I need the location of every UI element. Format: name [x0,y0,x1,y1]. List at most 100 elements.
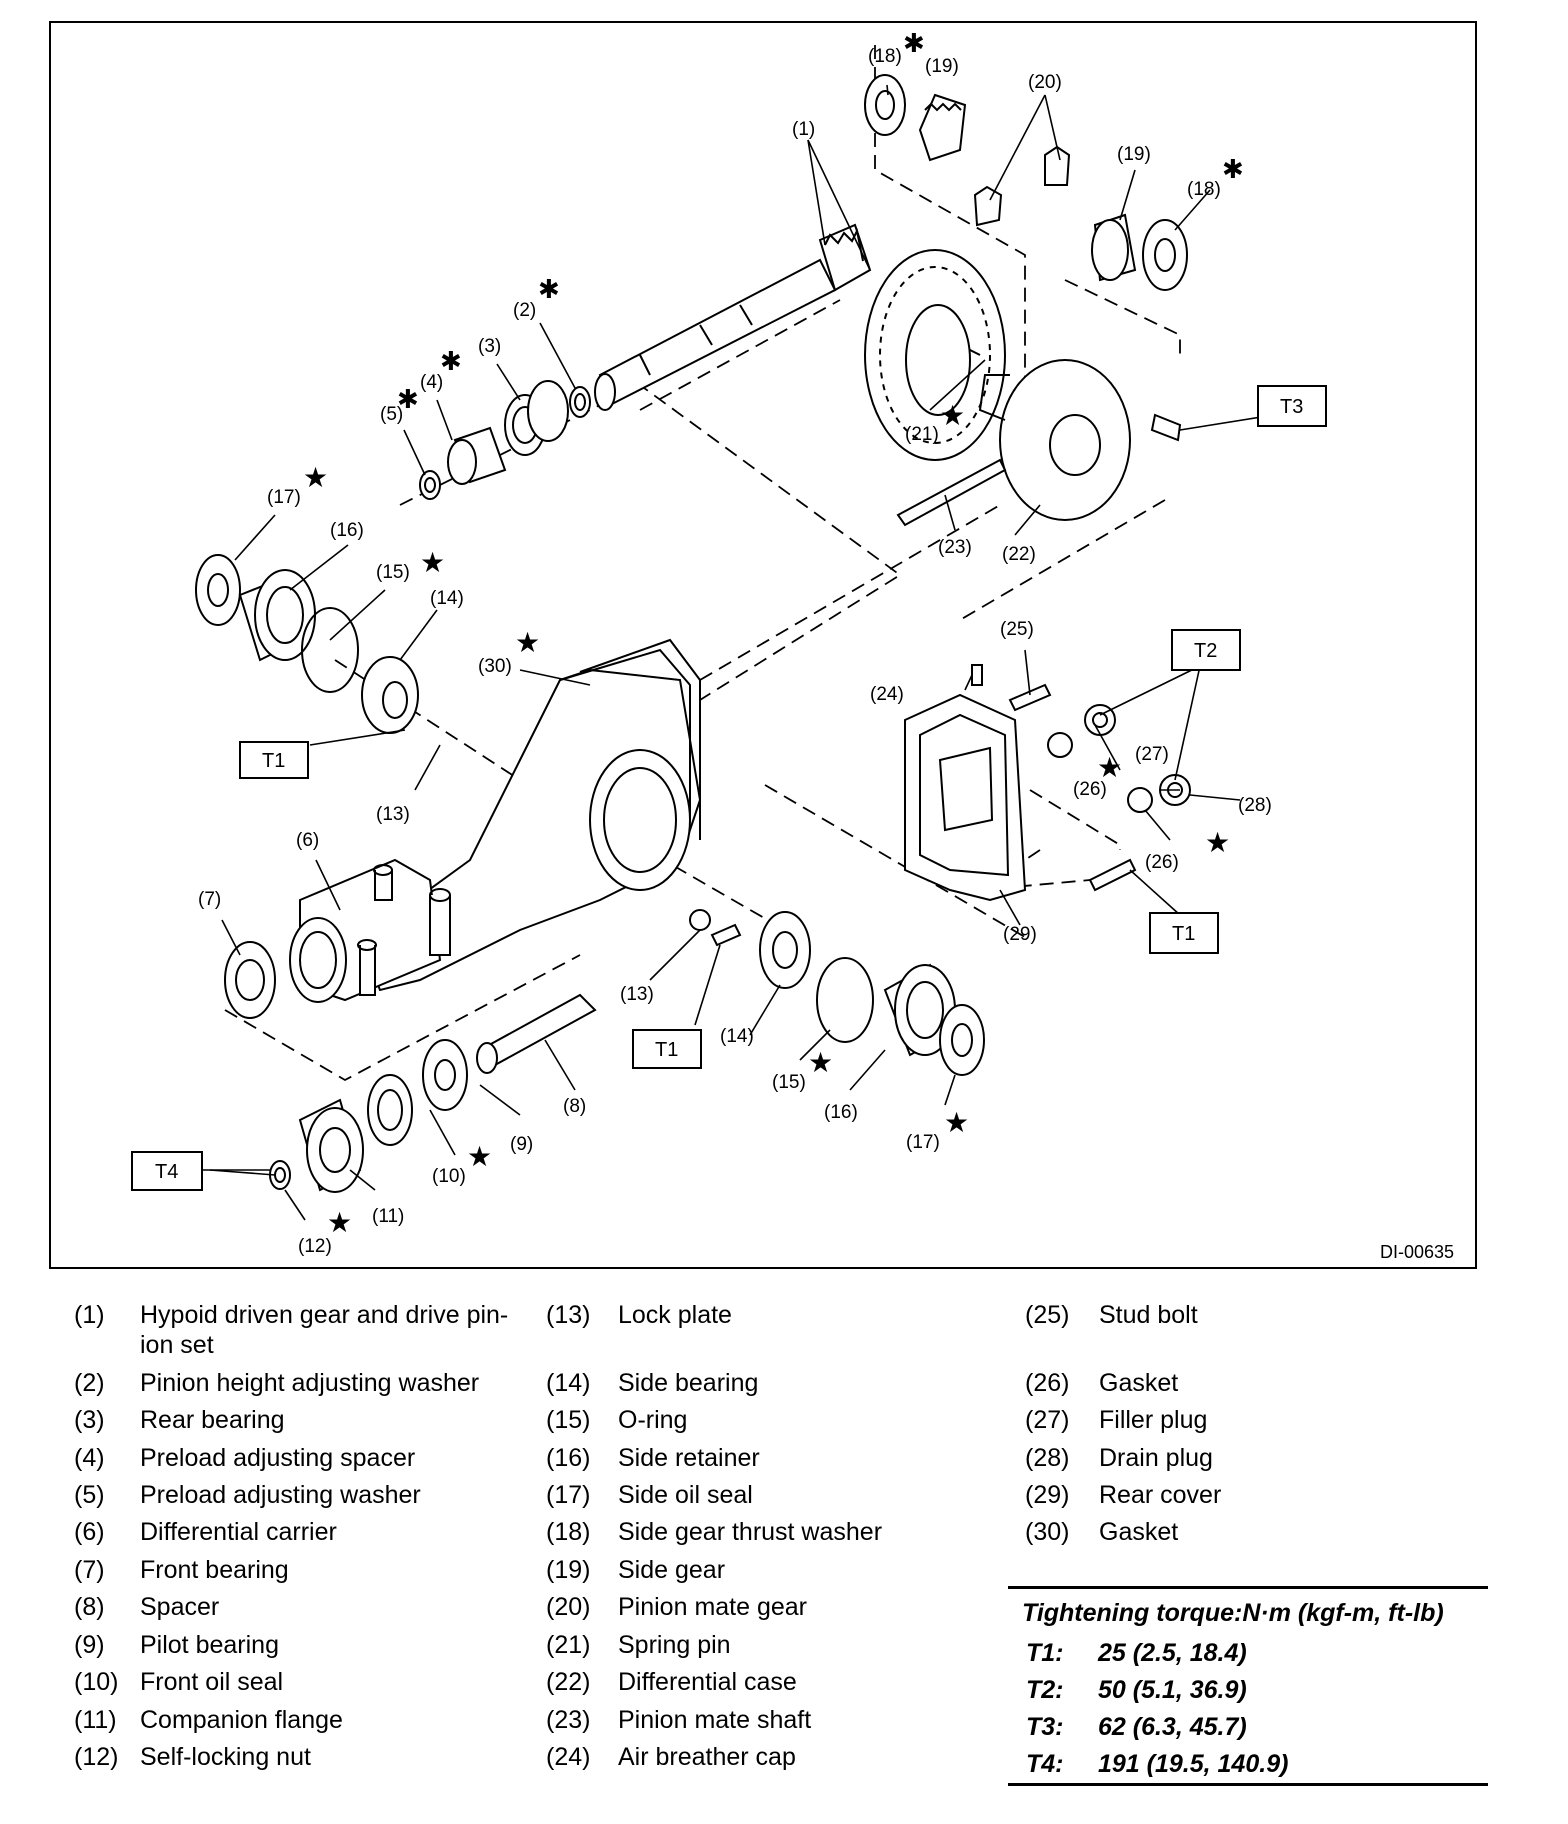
legend-num: (17) [546,1481,591,1509]
legend-text: Rear cover [1099,1481,1222,1509]
legend-num: (11) [74,1706,117,1734]
callout-24: (24) [870,684,904,705]
callout-26-upper: (26) [1073,779,1107,800]
torque-table: Tightening torque:N·m (kgf-m, ft-lb) T1:… [1008,1586,1488,1786]
callout-6: (6) [296,830,319,851]
legend-text: O-ring [618,1406,688,1434]
callouts: (1) (2) (3) (4) (5) (6) (7) (8) (9) (10)… [198,46,1272,1257]
callout-14-right: (14) [720,1026,754,1047]
callout-13-left: (13) [376,804,410,825]
asterisk-mark: ✱ [440,346,462,376]
callout-29: (29) [1003,924,1037,945]
callout-25: (25) [1000,619,1034,640]
right-side-retainer [689,909,985,1076]
callout-30: (30) [478,656,512,677]
callout-22: (22) [1002,544,1036,565]
legend-num: (5) [74,1481,105,1509]
callout-10: (10) [432,1166,466,1187]
callout-15-left: (15) [376,562,410,583]
legend-text: Side gear [618,1556,726,1584]
legend-text: Companion flange [140,1706,343,1734]
star-mark: ★ [467,1141,492,1172]
legend-num: (26) [1025,1369,1070,1397]
legend-num: (8) [74,1593,105,1621]
legend-num: (20) [546,1593,591,1621]
torque-box-t2: T2 [1194,640,1217,662]
callout-19-top: (19) [925,56,959,77]
legend-text: Preload adjusting spacer [140,1444,416,1472]
callout-16-right: (16) [824,1102,858,1123]
star-mark: ★ [1205,827,1230,858]
legend-text: Side oil seal [618,1481,753,1509]
legend-text: Pinion mate shaft [618,1706,812,1734]
torque-code: T1: [1026,1639,1064,1667]
legend-text: Pinion height adjusting washer [140,1369,480,1397]
diagram-frame [49,21,1477,1269]
star-mark: ★ [940,400,965,431]
legend-text: Differential carrier [140,1518,337,1546]
legend-num: (10) [74,1668,119,1696]
star-mark: ★ [327,1207,352,1238]
asterisk-mark: ✱ [538,274,560,304]
rear-cover [904,664,1191,902]
legend-text: Side gear thrust washer [618,1518,883,1546]
callout-16-left: (16) [330,520,364,541]
legend-num: (24) [546,1743,591,1771]
legend-text: Filler plug [1099,1406,1208,1434]
pinion-washers-bearings [419,380,591,500]
legend-num: (13) [546,1301,591,1329]
callout-8: (8) [563,1096,586,1117]
callout-20: (20) [1028,72,1062,93]
callout-11: (11) [372,1206,404,1227]
legend-num: (16) [546,1444,591,1472]
legend-text: Drain plug [1099,1444,1213,1472]
diagram-code: DI-00635 [1380,1242,1454,1262]
legend-num: (15) [546,1406,591,1434]
legend-text: Front bearing [140,1556,289,1584]
differential-carrier [224,638,702,1019]
legend-text: Side bearing [618,1369,759,1397]
star-mark: ★ [1097,752,1122,783]
callout-1: (1) [792,119,815,140]
torque-value: 50 (5.1, 36.9) [1098,1676,1247,1704]
callout-21: (21) [905,424,939,445]
legend-num: (1) [74,1301,105,1329]
legend-num: (23) [546,1706,591,1734]
callout-9: (9) [510,1134,533,1155]
legend-text: Gasket [1099,1369,1179,1397]
torque-code: T2: [1026,1676,1064,1704]
torque-code: T4: [1026,1750,1064,1778]
legend-text: Front oil seal [140,1668,284,1696]
marks: ★ ★ ★ ★ ★ ★ ★ ★ ★ ★ ✱ ✱ ✱ ✱ ✱ [303,28,1244,1238]
legend-num: (25) [1025,1301,1070,1329]
torque-box-t1-bottom: T1 [655,1039,678,1061]
callout-19-right: (19) [1117,144,1151,165]
asterisk-mark: ✱ [903,28,925,58]
legend-text: Air breather cap [618,1743,796,1771]
legend-text: Pilot bearing [140,1631,279,1659]
torque-value: 191 (19.5, 140.9) [1098,1750,1289,1778]
legend-column-1: (1) Hypoid driven gear and drive pin- io… [74,1300,514,1771]
star-mark: ★ [515,627,540,658]
legend-num: (7) [74,1556,105,1584]
legend-num: (9) [74,1631,105,1659]
callout-17-left: (17) [267,487,301,508]
callout-13-right: (13) [620,984,654,1005]
callout-27: (27) [1135,744,1169,765]
callout-28: (28) [1238,795,1272,816]
left-side-retainer [195,554,419,734]
legend-num: (12) [74,1743,119,1771]
front-parts [269,993,597,1193]
torque-box-t1-right: T1 [1172,923,1195,945]
star-mark: ★ [944,1107,969,1138]
callout-18-right: (18) [1187,179,1221,200]
callout-5: (5) [380,404,403,425]
callout-7: (7) [198,889,221,910]
torque-code: T3: [1026,1713,1064,1741]
legend-text: Pinion mate gear [618,1593,808,1621]
legend-num: (19) [546,1556,591,1584]
legend-num: (29) [1025,1481,1070,1509]
torque-box-t3: T3 [1280,396,1303,418]
legend-text: Rear bearing [140,1406,285,1434]
legend-text: Spacer [140,1593,220,1621]
